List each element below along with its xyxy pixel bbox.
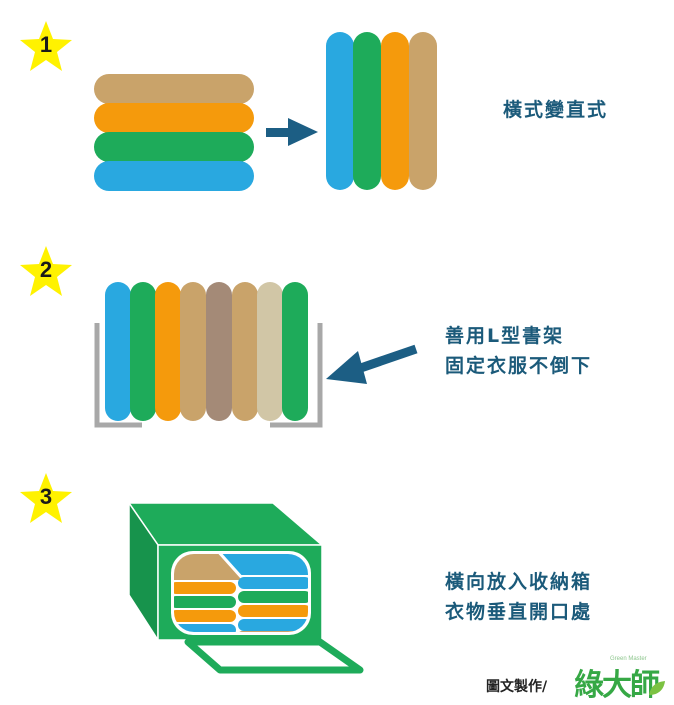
garment-green-2 — [282, 282, 308, 421]
garment-blue — [105, 282, 131, 421]
star-icon — [20, 473, 72, 523]
folded-clothes-in-box — [174, 554, 308, 632]
horizontal-garment-blue — [94, 161, 254, 191]
step3-caption-line-1: 橫向放入收納箱 — [445, 571, 593, 593]
horizontal-garment-orange — [94, 103, 254, 133]
step3-illustration — [127, 500, 364, 674]
step2-caption-line-1: 善用L型書架 — [445, 325, 565, 347]
vertical-garment-orange — [381, 32, 409, 190]
horizontal-garment-tan — [94, 74, 254, 104]
garment-taupe — [206, 282, 232, 421]
step1-illustration — [94, 32, 437, 191]
brand-logo-subtext: Green Master — [610, 656, 647, 662]
brand-logo-text: 綠大師 — [574, 668, 660, 703]
step-number-2: 2 — [39, 257, 53, 282]
step1-caption-line-1: 橫式變直式 — [503, 99, 609, 121]
star-icon — [20, 21, 72, 71]
step2-caption-line-2: 固定衣服不倒下 — [445, 355, 593, 377]
garment-green — [130, 282, 156, 421]
step3-caption-line-2: 衣物垂直開口處 — [445, 601, 593, 623]
storage-box-top — [127, 502, 325, 546]
step3-caption: 橫向放入收納箱 衣物垂直開口處 — [445, 567, 592, 627]
garment-tan-2 — [232, 282, 258, 421]
garment-beige — [257, 282, 283, 421]
star-badge-2 — [20, 246, 72, 296]
box-lid — [184, 638, 364, 674]
vertical-garment-green — [353, 32, 381, 190]
garment-orange — [155, 282, 181, 421]
step2-illustration — [94, 282, 418, 428]
star-badge-3 — [20, 473, 72, 523]
garment-tan — [180, 282, 206, 421]
vertical-garment-blue — [326, 32, 354, 190]
arrow-left-icon — [326, 344, 418, 384]
star-badge-1 — [20, 21, 72, 71]
l-bookend-left — [94, 323, 142, 428]
credit-text: 圖文製作/ — [486, 679, 548, 695]
l-bookend-right — [270, 323, 323, 428]
step1-caption: 橫式變直式 — [503, 95, 608, 125]
arrow-right-icon — [266, 118, 318, 146]
leaf-icon — [649, 681, 665, 695]
step-number-1: 1 — [39, 32, 53, 57]
step2-caption: 善用L型書架 固定衣服不倒下 — [445, 321, 592, 381]
horizontal-garment-green — [94, 132, 254, 162]
step-number-3: 3 — [39, 484, 53, 509]
vertical-garment-tan — [409, 32, 437, 190]
star-icon — [20, 246, 72, 296]
